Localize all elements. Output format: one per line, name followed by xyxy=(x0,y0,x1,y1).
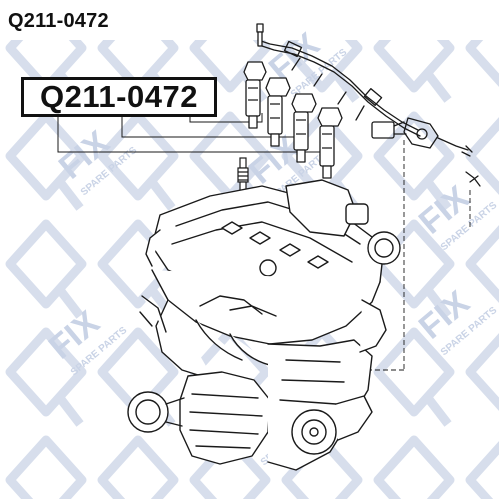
ignition-coil-3 xyxy=(291,93,317,163)
part-number-callout: Q211-0472 xyxy=(21,77,217,117)
part-number-title: Q211-0472 xyxy=(8,10,109,32)
leader-line-coil-1 xyxy=(189,113,263,123)
ignition-coil-4 xyxy=(317,107,343,179)
exhaust-manifold xyxy=(179,371,271,465)
coil-wells xyxy=(221,221,329,269)
ignition-coils xyxy=(243,23,343,179)
ignition-coil-1 xyxy=(243,61,267,129)
coil-wiring-harness xyxy=(257,39,481,187)
spark-plug xyxy=(237,157,249,193)
coil-bolt xyxy=(256,23,264,47)
ignition-coil-2 xyxy=(265,77,291,147)
engine-block xyxy=(127,179,401,471)
